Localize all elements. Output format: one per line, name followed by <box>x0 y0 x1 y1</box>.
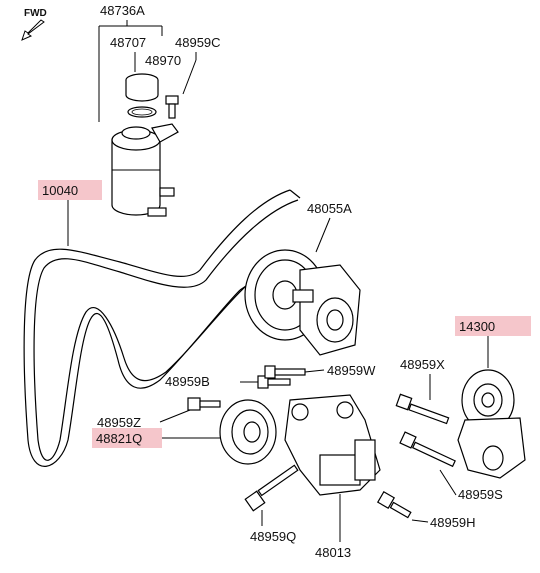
leader-48055A <box>315 217 331 253</box>
fwd-label: FWD <box>24 8 47 19</box>
label-48013[interactable]: 48013 <box>315 545 351 560</box>
leader-48959Z <box>159 409 191 423</box>
fwd-arrow-icon <box>21 19 45 41</box>
o-ring[interactable] <box>127 106 157 118</box>
label-48959Q[interactable]: 48959Q <box>250 529 296 544</box>
mounting-bracket[interactable] <box>284 394 381 496</box>
reservoir-cap[interactable] <box>125 73 159 102</box>
highlight-10040 <box>38 180 102 200</box>
label-48959B[interactable]: 48959B <box>165 374 210 389</box>
bolt-48959q[interactable] <box>244 464 299 512</box>
reservoir-tank[interactable] <box>111 123 179 217</box>
label-48959S[interactable]: 48959S <box>458 487 503 502</box>
label-10040[interactable]: 10040 <box>42 183 78 198</box>
label-48821Q[interactable]: 48821Q <box>96 431 142 446</box>
belt-tensioner[interactable] <box>457 369 526 479</box>
bolt-48959w[interactable] <box>264 365 306 379</box>
bolt-48959s[interactable] <box>399 431 456 468</box>
idler-pulley[interactable] <box>219 399 277 465</box>
label-48959X[interactable]: 48959X <box>400 357 445 372</box>
reservoir-leaders <box>98 20 197 122</box>
highlight-48821Q <box>92 428 162 448</box>
bolt-48959c[interactable] <box>165 95 179 119</box>
label-48959Z[interactable]: 48959Z <box>97 415 141 430</box>
fwd-indicator: FWD <box>21 8 47 41</box>
bolt-48959h[interactable] <box>376 490 412 519</box>
highlight-14300 <box>455 316 531 336</box>
label-48970[interactable]: 48970 <box>145 53 181 68</box>
leader-48959H <box>411 519 429 523</box>
bolt-48959x[interactable] <box>395 393 450 425</box>
leader-48959S <box>439 469 457 496</box>
bolt-48959b[interactable] <box>257 375 291 389</box>
power-steering-pump[interactable] <box>244 249 361 356</box>
label-48959C[interactable]: 48959C <box>175 35 221 50</box>
label-48736A[interactable]: 48736A <box>100 3 145 18</box>
label-48707[interactable]: 48707 <box>110 35 146 50</box>
label-48055A[interactable]: 48055A <box>307 201 352 216</box>
drive-belt[interactable] <box>23 189 301 467</box>
label-48959W[interactable]: 48959W <box>327 363 376 378</box>
label-14300[interactable]: 14300 <box>459 319 495 334</box>
bolt-48959z[interactable] <box>187 397 221 411</box>
leader-48959W <box>304 369 325 373</box>
label-48959H[interactable]: 48959H <box>430 515 476 530</box>
